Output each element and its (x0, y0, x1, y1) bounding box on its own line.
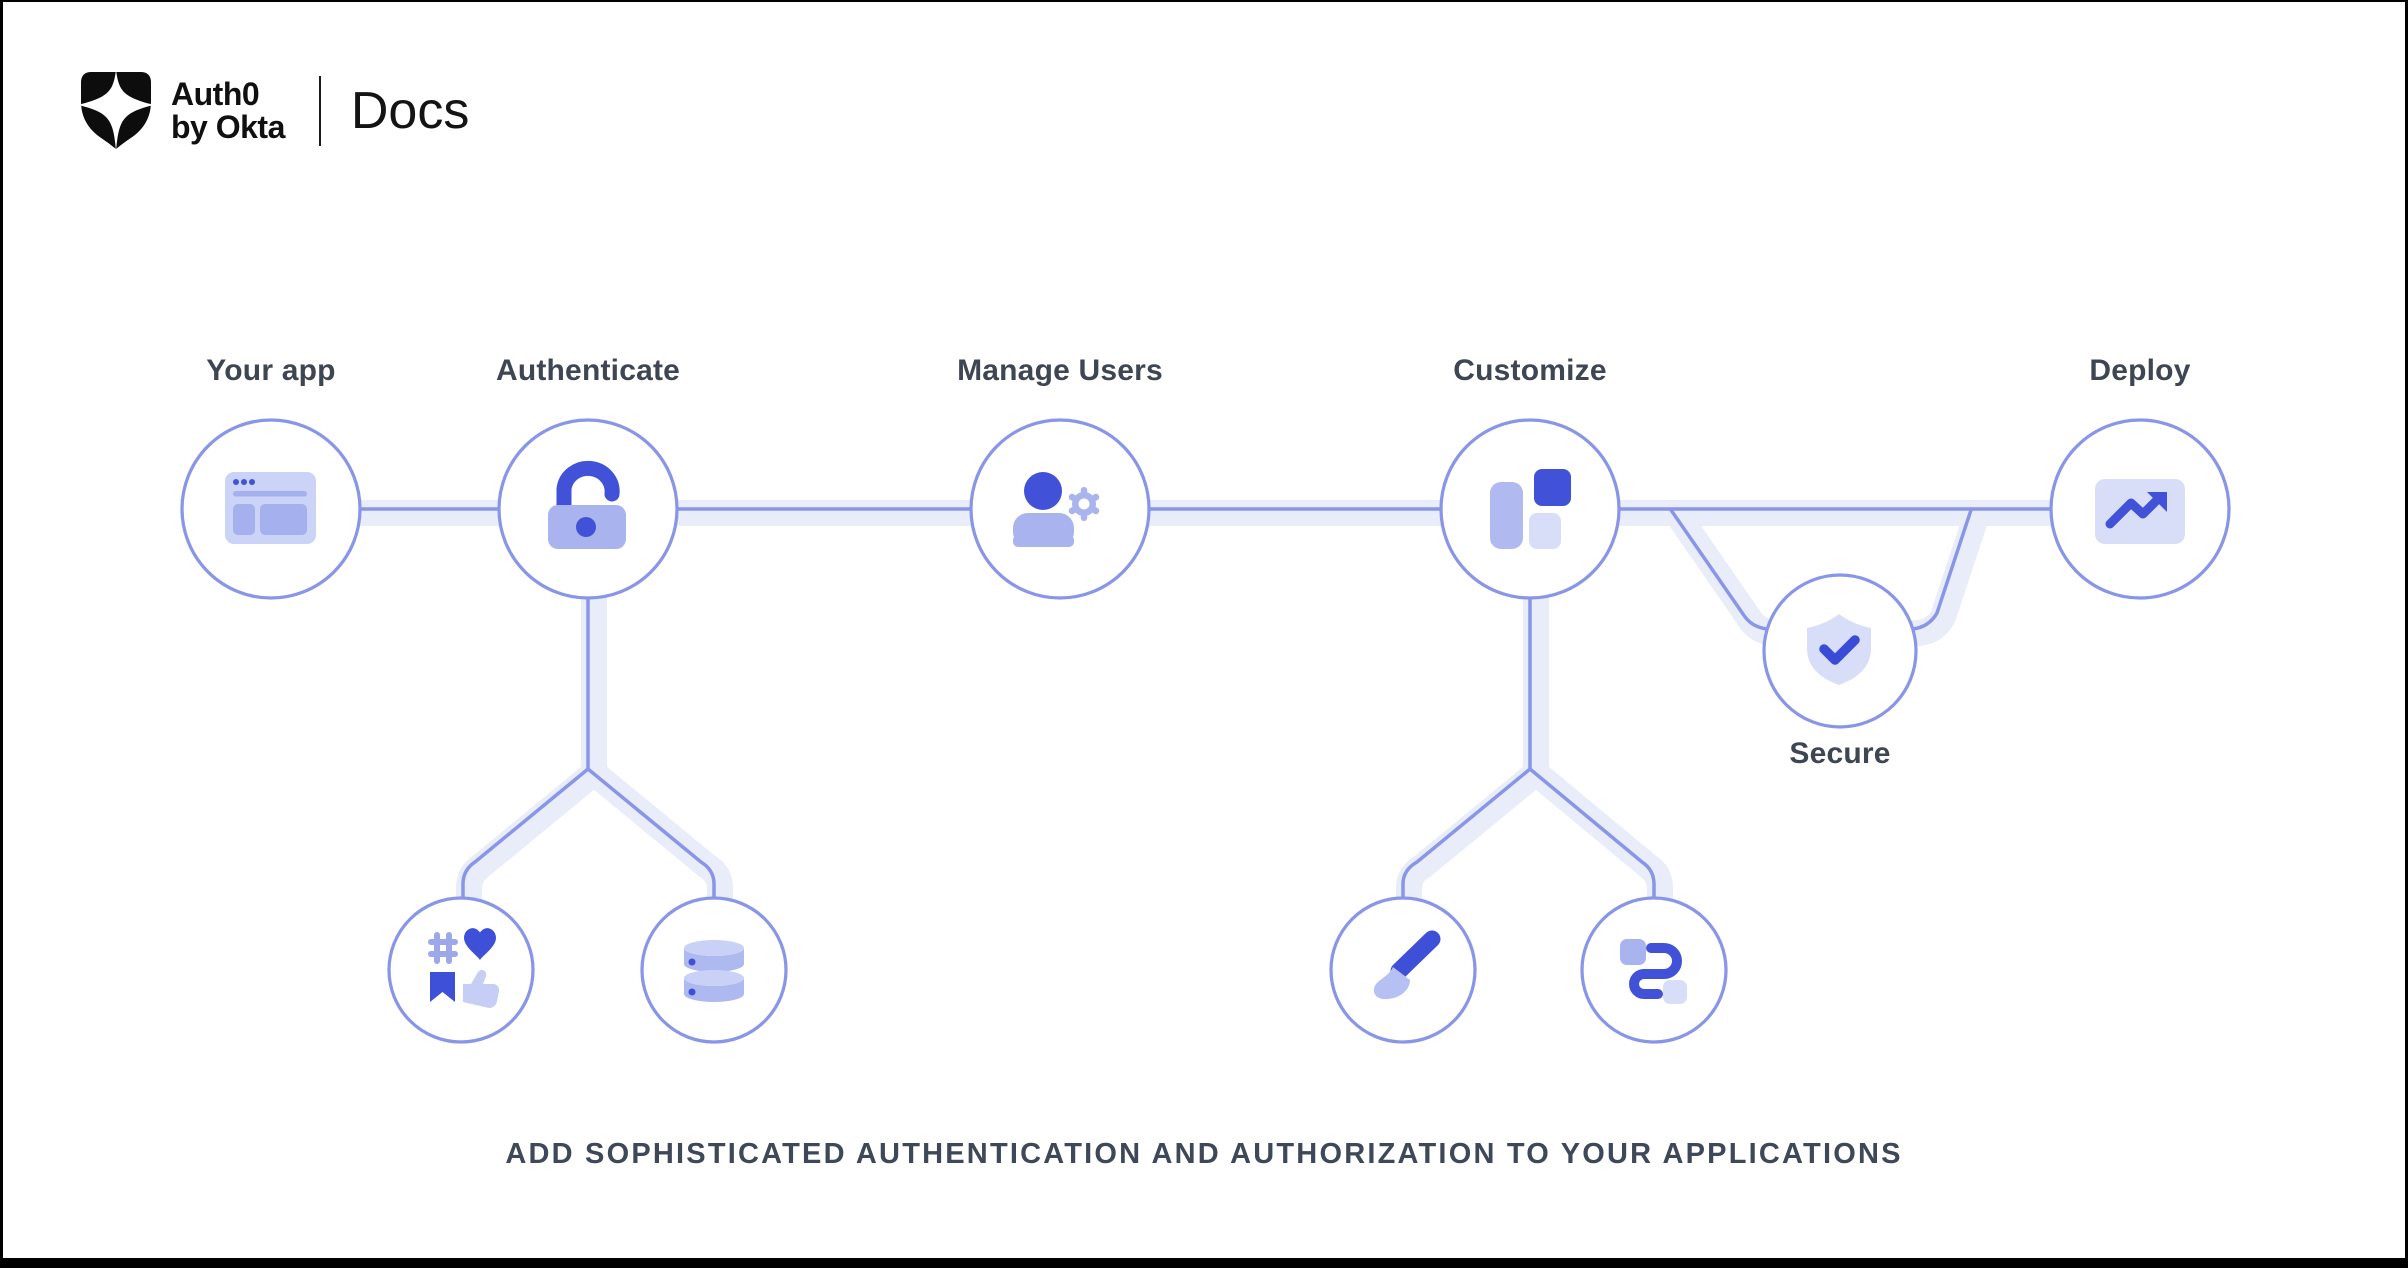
node-label-authenticate: Authenticate (495, 354, 681, 387)
user-gear-icon (1013, 472, 1100, 547)
paintbrush-icon (1373, 930, 1441, 1000)
node-label-customize: Customize (1453, 354, 1607, 387)
node-circle-customize (1439, 418, 1621, 600)
layout-blocks-icon (1490, 469, 1571, 549)
product-name: Docs (350, 81, 470, 140)
route-icon (1620, 939, 1687, 1004)
site-header: Auth0 by Okta Docs (81, 72, 469, 149)
unlock-icon (548, 460, 626, 549)
node-circle-manage-users (969, 418, 1151, 600)
trend-chart-icon (2095, 479, 2185, 544)
flow-diagram (180, 418, 2231, 1044)
tagline: ADD SOPHISTICATED AUTHENTICATION AND AUT… (505, 1138, 1903, 1170)
shield-check-icon (1807, 614, 1871, 685)
browser-window-icon (225, 472, 316, 544)
node-label-deploy: Deploy (2089, 354, 2191, 387)
node-label-secure: Secure (1789, 737, 1891, 770)
header-divider (318, 75, 321, 146)
subnode-circle-social (387, 896, 535, 1044)
brand-line1: Auth0 (171, 75, 260, 112)
node-label-your-app: Your app (206, 354, 336, 387)
database-icon (684, 940, 744, 1002)
brand-line2: by Okta (171, 108, 285, 145)
brand-wordmark[interactable]: Auth0 by Okta (171, 78, 285, 143)
auth0-shield-icon[interactable] (81, 72, 151, 149)
node-label-manage-users: Manage Users (957, 354, 1163, 387)
social-engagement-icon (428, 928, 500, 1009)
